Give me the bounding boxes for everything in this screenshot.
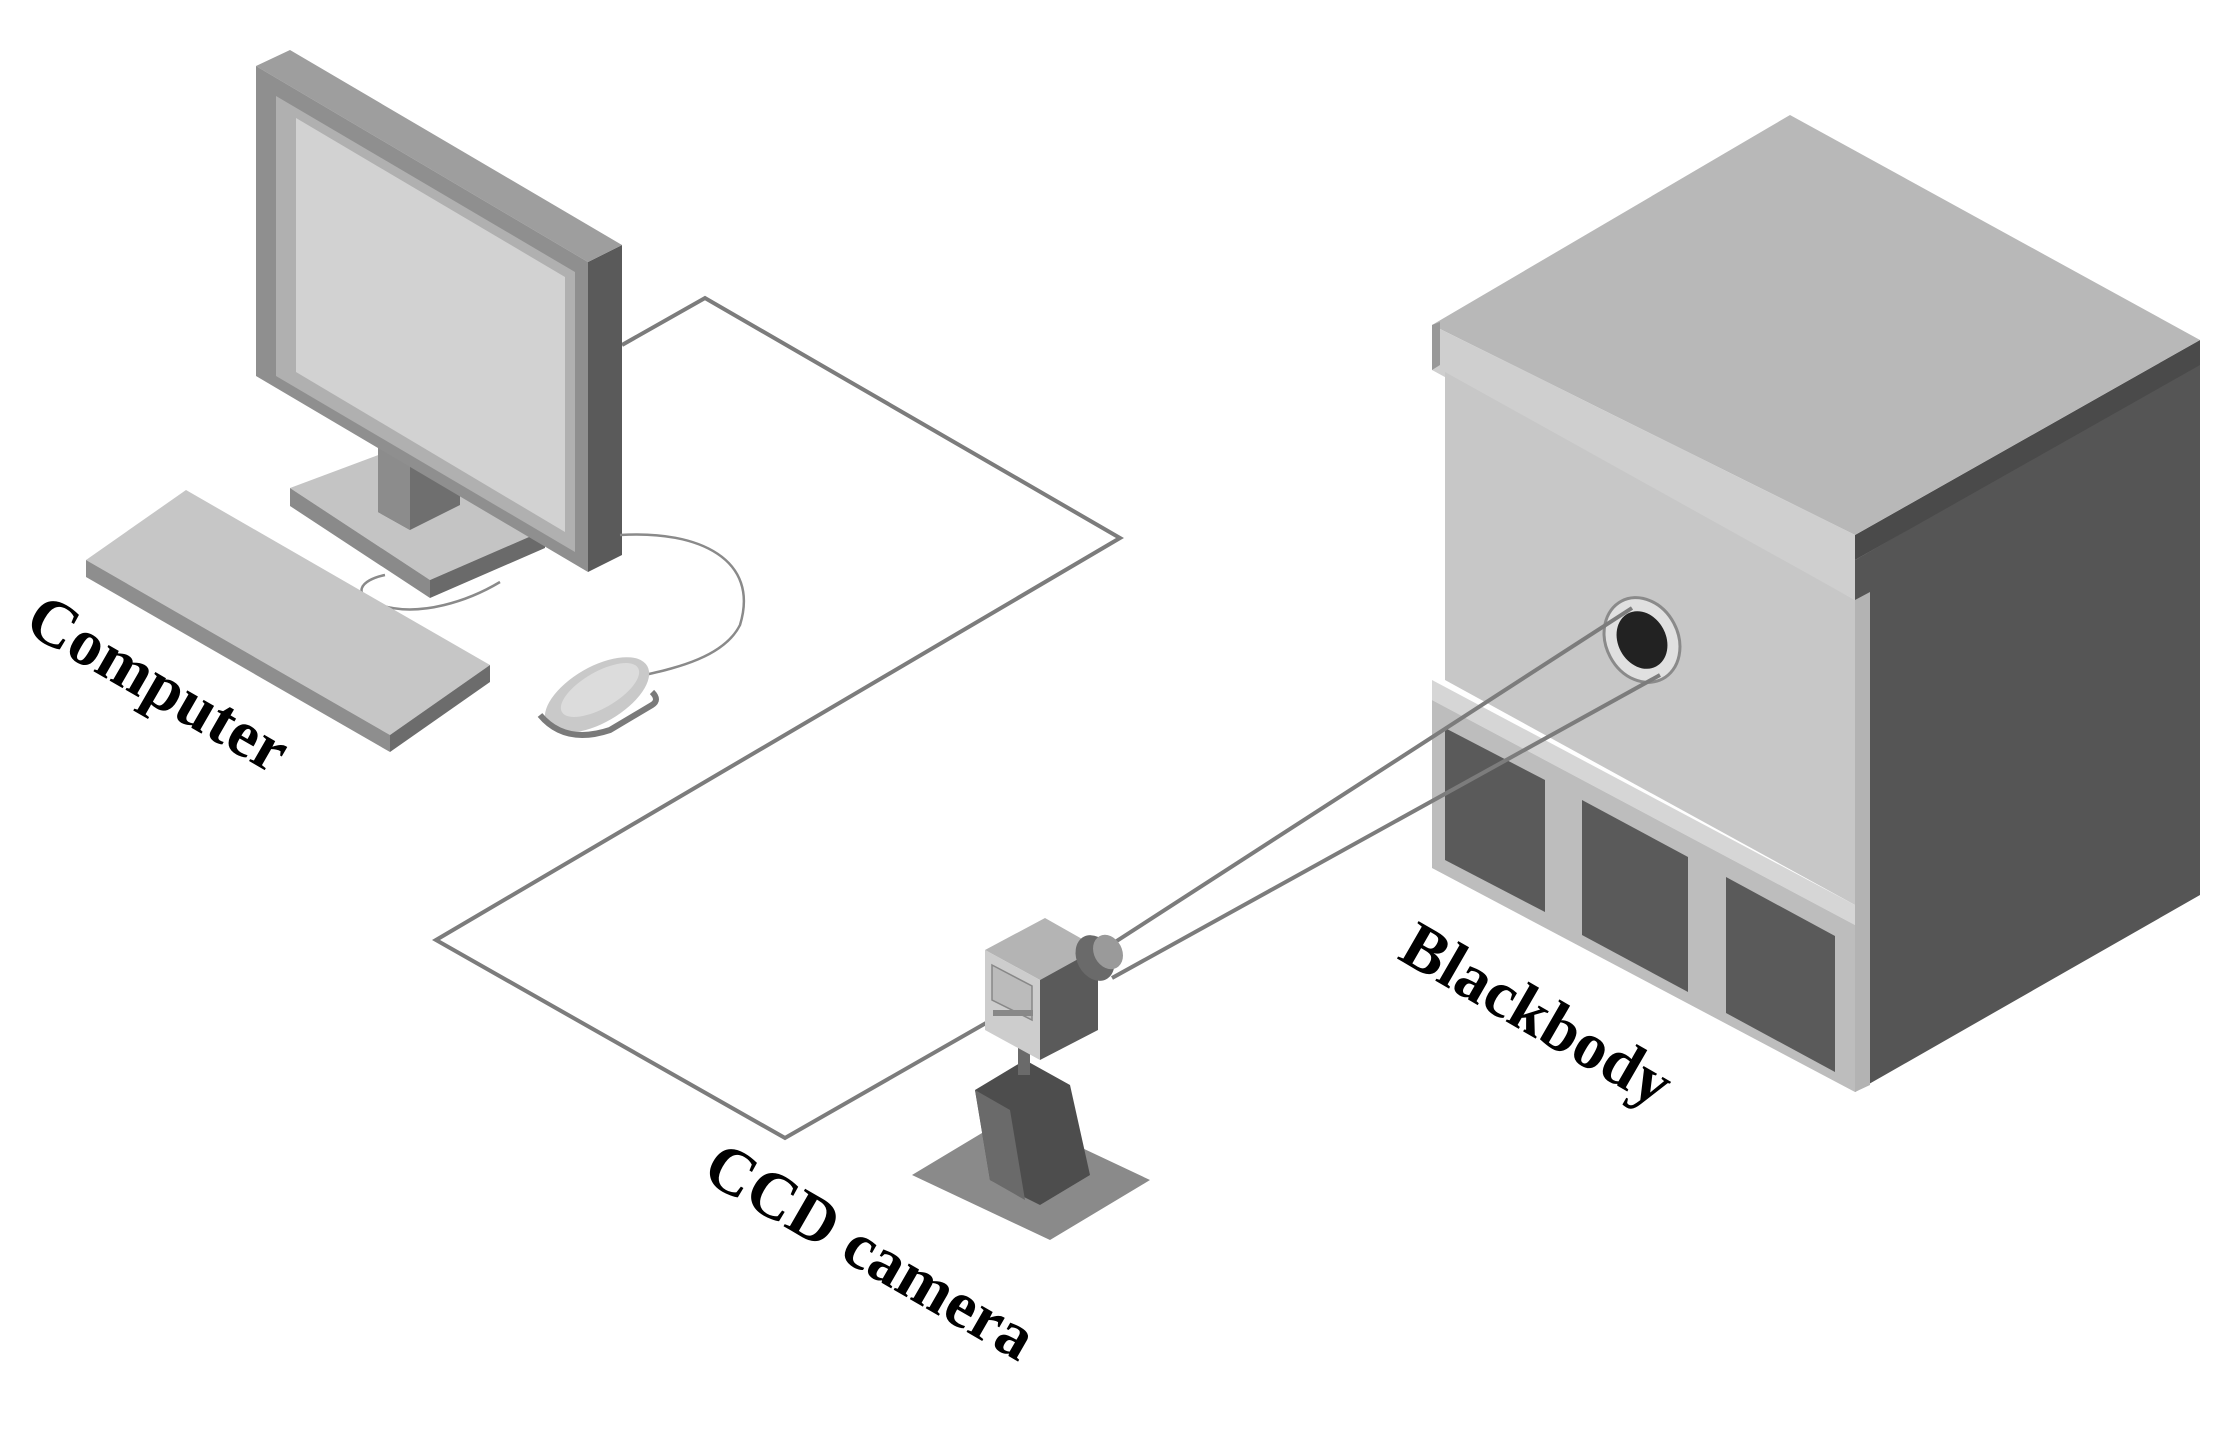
blackbody-compartment (1582, 800, 1688, 992)
blackbody-aperture (1602, 596, 1682, 684)
data-cable (432, 295, 1124, 1141)
camera-lens (1075, 934, 1123, 981)
blackbody-top (1432, 115, 2200, 535)
camera-body (985, 918, 1098, 1060)
mouse (537, 657, 659, 738)
blackbody-compartment (1445, 728, 1545, 912)
field-of-view-line (1093, 606, 1634, 957)
monitor-screen (296, 118, 565, 532)
mouse-cable (619, 533, 746, 682)
keyboard (86, 490, 490, 752)
monitor (256, 50, 622, 572)
blackbody (1432, 115, 2200, 1092)
blackbody-compartment (1726, 877, 1835, 1072)
blackbody-side (1855, 362, 2200, 1092)
ccd-camera (912, 918, 1150, 1240)
field-of-view-line (1111, 673, 1661, 980)
computer (86, 50, 746, 752)
camera-stand (975, 1035, 1090, 1205)
